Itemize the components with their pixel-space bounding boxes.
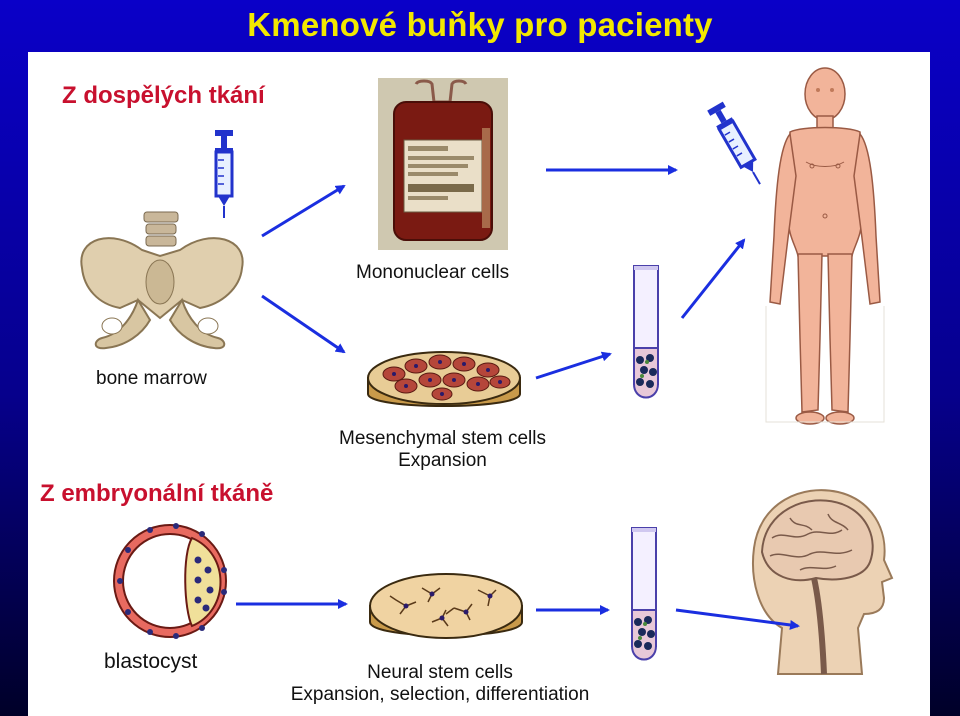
mononuclear-cells-label: Mononuclear cells — [356, 262, 510, 283]
petri-dish-icon — [367, 351, 521, 407]
human-body-icon — [765, 67, 885, 425]
test-tube-icon — [633, 265, 659, 399]
arrow-tube-to-brain — [675, 608, 800, 630]
arrow-marrow-to-bag — [261, 184, 346, 238]
adult-tissue-label: Z dospělých tkání — [62, 82, 265, 109]
blastocyst-label: blastocyst — [104, 650, 198, 673]
pelvis-icon — [80, 211, 244, 350]
embryonic-tissue-label: Z embryonální tkáně — [40, 480, 274, 507]
mesenchymal-line1: Mesenchymal stem cells — [339, 428, 546, 449]
arrow-marrow-to-dish — [261, 294, 346, 354]
petri-dish-icon — [369, 573, 523, 639]
neural-line2: Expansion, selection, differentiation — [290, 684, 590, 705]
mesenchymal-caption: Mesenchymal stem cells Expansion — [300, 428, 585, 472]
mesenchymal-line2: Expansion — [398, 450, 487, 471]
neural-caption: Neural stem cells Expansion, selection, … — [240, 662, 640, 706]
blastocyst-icon — [113, 523, 227, 639]
arrow-tube-to-body — [680, 238, 746, 319]
slide-title: Kmenové buňky pro pacienty — [247, 6, 713, 43]
bone-marrow-label: bone marrow — [96, 368, 207, 389]
neural-line1: Neural stem cells — [367, 662, 513, 683]
syringe-icon — [707, 101, 761, 185]
test-tube-icon — [631, 527, 657, 661]
arrow-dish-to-tube — [535, 351, 612, 380]
blood-bag-icon — [378, 78, 508, 250]
syringe-icon — [214, 130, 234, 218]
head-brain-icon — [752, 489, 894, 675]
